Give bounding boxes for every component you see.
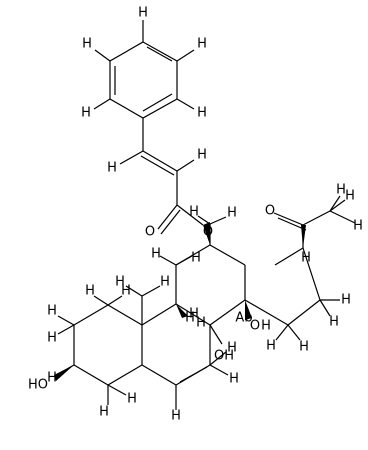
atom-oh-c8: OH xyxy=(214,349,234,364)
atom-h-c3: H xyxy=(47,371,57,386)
atom-h-benzene-top-left: H xyxy=(82,37,92,52)
atom-o-ester-link: O xyxy=(203,225,213,240)
atom-h-c1-a: H xyxy=(85,284,95,299)
atom-o-carbonyl-ester: O xyxy=(145,225,155,240)
atom-h-c14-label: Ab xyxy=(235,311,252,326)
atom-h-c16-b: H xyxy=(329,315,339,330)
atom-h-benzene-right: H xyxy=(197,106,207,121)
atom-h-c7-a: H xyxy=(229,372,239,387)
atom-h-c17: H xyxy=(301,251,311,266)
atom-h-c12-a: H xyxy=(191,251,201,266)
atom-h-c1-b: H xyxy=(121,284,131,299)
atom-h-methyl-c19-b: H xyxy=(160,275,170,290)
atom-h-c2-b: H xyxy=(47,331,57,346)
stereo-bonds xyxy=(54,222,306,381)
atom-labels: H H H H H H H O O O H H H H H H H H H H … xyxy=(28,6,363,424)
atom-h-c11-b: H xyxy=(189,307,199,322)
atom-h-methyl-ketone-right: H xyxy=(353,219,363,234)
atom-h-methyl-c18-b: H xyxy=(189,205,199,220)
atom-h-benzene-top: H xyxy=(138,6,148,21)
atom-h-vinyl-right: H xyxy=(197,148,207,163)
atom-h-methyl-c19-a: H xyxy=(115,275,125,290)
atom-h-c6: H xyxy=(171,409,181,424)
atom-h-c7-b: H xyxy=(227,341,237,356)
atom-h-benzene-bottom-left: H xyxy=(81,106,91,121)
atom-h-c12-b: H xyxy=(151,247,161,262)
atom-ho-c3: HO xyxy=(28,378,48,393)
atom-h-c11-a: H xyxy=(196,316,206,331)
atom-h-c15-b: H xyxy=(266,339,276,354)
atom-h-c16-a: H xyxy=(341,293,351,308)
atom-h-c4-a: H xyxy=(99,405,109,420)
atom-h-c2-a: H xyxy=(47,304,57,319)
bond-lines xyxy=(57,20,356,410)
atom-oh-c14-o: O xyxy=(250,319,260,334)
atom-h-c9: H xyxy=(185,311,195,326)
atom-h-c15-a: H xyxy=(299,340,309,355)
atom-h-methyl-ketone-top: H xyxy=(336,183,346,198)
atom-h-methyl-c18-a: H xyxy=(227,206,237,221)
atom-o-ketone: O xyxy=(265,204,275,219)
atom-oh-c14-h: H xyxy=(261,319,271,334)
atom-h-vinyl-left: H xyxy=(107,161,117,176)
atom-h-methyl-ketone-bottom: H xyxy=(345,189,355,204)
atom-h-benzene-top-right: H xyxy=(197,37,207,52)
atom-h-c4-b: H xyxy=(127,392,137,407)
